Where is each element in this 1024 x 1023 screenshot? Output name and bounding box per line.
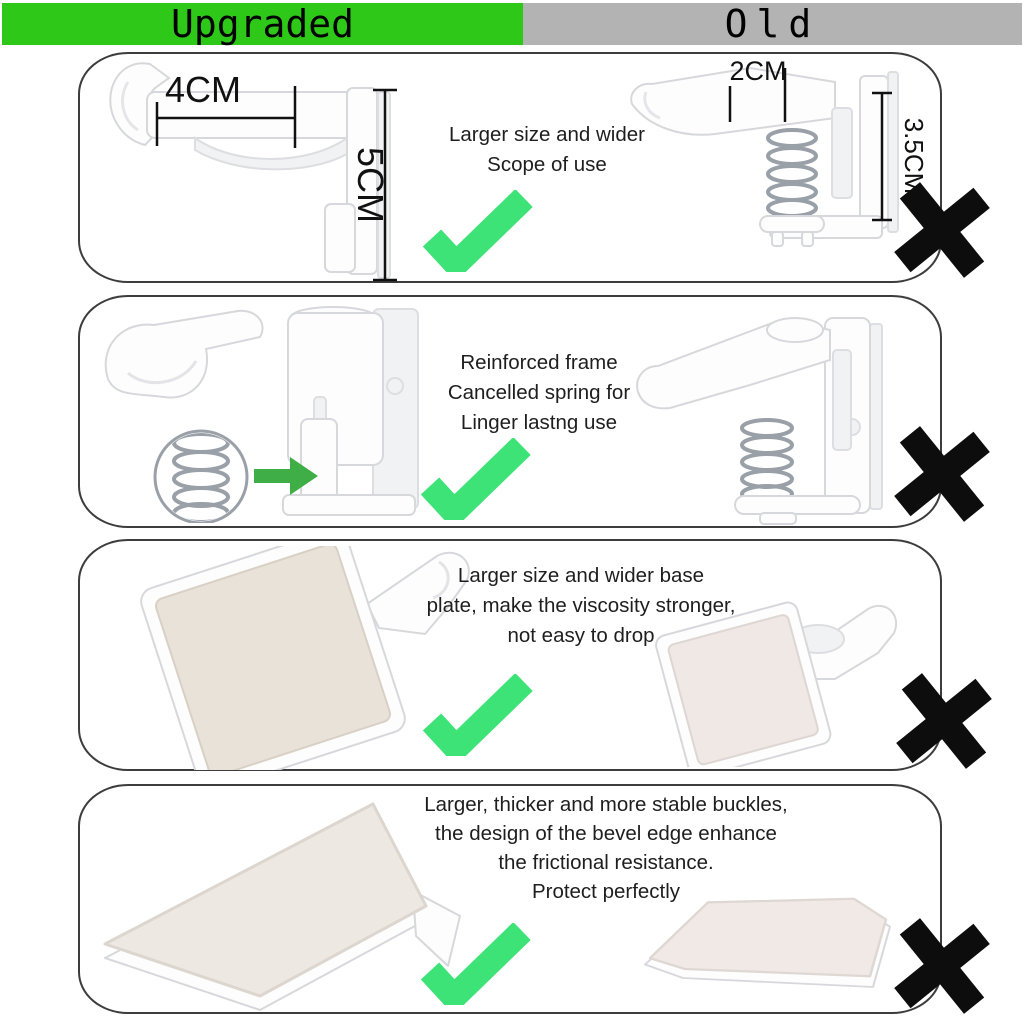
- check-icon: [420, 923, 531, 1005]
- width-dimension-line: [155, 86, 297, 148]
- row3-description: Larger size and wider base plate, make t…: [422, 561, 740, 651]
- check-icon: [422, 674, 533, 756]
- old-height-label: 3.5CM: [899, 118, 929, 195]
- row3-description-line2: plate, make the viscosity stronger,: [426, 594, 736, 617]
- row2-description-line3: Linger lastng use: [460, 411, 618, 434]
- old-frame-illustration: [636, 317, 883, 525]
- upgraded-width-label: 4CM: [165, 69, 241, 110]
- row-buckle-comparison: Larger, thicker and more stable buckles,…: [78, 784, 990, 1014]
- buckle-top-large: [103, 802, 428, 998]
- row-base-plate-comparison: Larger size and wider base plate, make t…: [78, 539, 992, 771]
- row1-description-line2: Scope of use: [487, 153, 607, 176]
- old-label: Old: [724, 2, 821, 46]
- upgraded-label: Upgraded: [170, 2, 355, 46]
- old-width-label: 2CM: [729, 56, 786, 86]
- height-dimension-line: [373, 88, 397, 282]
- row4-description-line4: Protect perfectly: [531, 880, 681, 903]
- old-lock-size-illustration: 2CM 3.5CM: [630, 56, 929, 247]
- row3-description-line3: not easy to drop: [507, 624, 655, 647]
- header-bar: Upgraded Old: [2, 2, 1022, 46]
- cross-icon: [889, 666, 999, 776]
- row2-description-line1: Reinforced frame: [460, 351, 618, 374]
- row-size-comparison: 4CM 5CM Larger size and wider Scope of u…: [78, 52, 990, 283]
- old-width-dimension: 2CM: [728, 56, 787, 122]
- adhesive-pad-large: [154, 546, 392, 770]
- row1-description-line1: Larger size and wider: [449, 123, 645, 146]
- adhesive-pad-small: [667, 614, 819, 766]
- upgraded-header: Upgraded: [2, 2, 523, 46]
- upgraded-width-dimension: 4CM: [155, 69, 297, 148]
- buckle-top-small: [648, 897, 888, 978]
- cross-icon: [887, 419, 997, 529]
- row2-description: Reinforced frame Cancelled spring for Li…: [419, 348, 659, 438]
- old-height-dimension: 3.5CM: [872, 91, 929, 222]
- old-frame-spring: [740, 418, 794, 504]
- cross-icon: [887, 911, 997, 1021]
- upgraded-lock-size-illustration: 4CM 5CM: [109, 62, 397, 282]
- row4-description-line2: the design of the bevel edge enhance: [435, 822, 777, 845]
- row2-description-line2: Cancelled spring for: [447, 381, 631, 404]
- row1-description: Larger size and wider Scope of use: [427, 120, 667, 180]
- upgraded-frame-illustration: [104, 306, 419, 523]
- upgraded-buckle-illustration: [103, 802, 461, 1011]
- spring-magnifier: [153, 429, 249, 523]
- arrow-icon: [254, 457, 318, 495]
- upgraded-height-label: 5CM: [350, 147, 391, 223]
- old-base-plate-illustration: [655, 601, 897, 767]
- check-icon: [420, 438, 531, 520]
- old-header: Old: [523, 2, 1022, 46]
- old-lock-spring: [766, 128, 818, 218]
- check-icon: [422, 190, 533, 272]
- row-frame-comparison: Reinforced frame Cancelled spring for Li…: [78, 295, 990, 528]
- old-height-dimension-line: [872, 91, 892, 222]
- row3-description-line1: Larger size and wider base: [457, 564, 705, 587]
- row4-description: Larger, thicker and more stable buckles,…: [397, 790, 815, 906]
- upgraded-base-plate-illustration: [140, 546, 470, 770]
- cross-icon: [887, 175, 997, 285]
- row4-description-line1: Larger, thicker and more stable buckles,: [424, 793, 788, 816]
- row4-description-line3: the frictional resistance.: [498, 851, 714, 874]
- old-buckle-illustration: [644, 897, 891, 988]
- old-width-dimension-line: [728, 68, 787, 122]
- upgraded-height-dimension: 5CM: [350, 88, 397, 282]
